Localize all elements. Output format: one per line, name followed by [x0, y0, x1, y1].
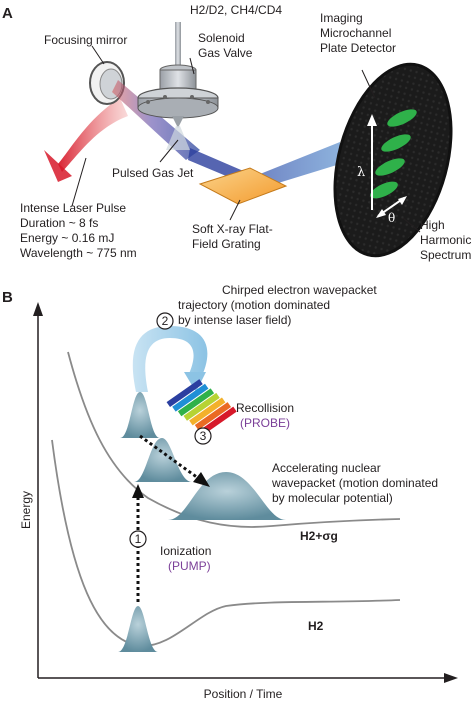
wavepacket-accelerating: [168, 472, 286, 520]
leader-gas-jet: [159, 139, 179, 163]
wavepacket-ground: [118, 606, 158, 652]
trajectory-label-line3: by intense laser field): [178, 313, 291, 327]
leader-mirror: [91, 45, 105, 65]
spectrum-label-line3: Spectrum: [420, 248, 471, 262]
step-1-number: 1: [135, 532, 142, 546]
leader-grating: [229, 199, 241, 221]
laser-label-line1: Intense Laser Pulse: [20, 201, 126, 215]
focusing-mirror-label: Focusing mirror: [44, 33, 127, 47]
ground-state-label: H2: [308, 619, 324, 633]
wavepacket-initial-ion: [120, 392, 160, 438]
laser-label-line2: Duration ~ 8 fs: [20, 216, 98, 230]
electron-trajectory-arrowhead: [184, 372, 206, 392]
pump-label: (PUMP): [168, 559, 211, 573]
valve-flange-bottom: [137, 97, 219, 119]
valve-label-line1: Solenoid: [198, 31, 245, 45]
laser-pulse-cone: [58, 98, 128, 172]
ionization-label: Ionization: [160, 544, 211, 558]
x-axis-label: Position / Time: [204, 687, 283, 701]
ground-potential-curve: [51, 439, 401, 647]
ion-state-label: H2+σg: [300, 529, 338, 543]
leader-valve: [189, 57, 195, 75]
panel-b-label: B: [2, 289, 13, 306]
chirped-wavepacket-stack: [166, 379, 237, 435]
accel-label-line1: Accelerating nuclear: [272, 461, 381, 475]
recollision-label: Recollision: [236, 401, 294, 415]
harmonic-spot-2: [381, 134, 411, 152]
trajectory-label-line1: Chirped electron wavepacket: [222, 283, 377, 297]
position-time-axis-arrowhead: [444, 673, 458, 683]
laser-pulse-tip: [44, 150, 72, 182]
valve-nozzle: [172, 116, 184, 128]
gas-species-label: H2/D2, CH4/CD4: [190, 3, 282, 17]
y-axis-label: Energy: [19, 491, 33, 529]
energy-axis-arrowhead: [33, 302, 43, 316]
flat-field-grating: [198, 167, 288, 205]
step-3-number: 3: [200, 429, 207, 443]
step-2-marker: [156, 312, 174, 330]
spectrum-label-line1: High: [420, 218, 445, 232]
harmonic-spot-3: [375, 158, 405, 176]
spectrum-label-line2: Harmonic: [420, 233, 471, 247]
detector-label-line3: Plate Detector: [320, 41, 396, 55]
step-3-marker: [194, 427, 212, 445]
accel-label-line3: by molecular potential): [272, 491, 393, 505]
leader-detector: [361, 69, 376, 99]
laser-label-line3: Energy ~ 0.16 mJ: [20, 231, 114, 245]
accel-label-line2: wavepacket (motion dominated: [271, 476, 438, 490]
trajectory-label-line2: trajectory (motion dominated: [178, 298, 330, 312]
valve-label-line2: Gas Valve: [198, 46, 253, 60]
panel-a-label: A: [2, 5, 13, 22]
harmonic-spot-4: [370, 181, 398, 199]
grating-label-line1: Soft X-ray Flat-: [192, 222, 273, 236]
detector-label-line2: Microchannel: [320, 26, 391, 40]
diffracted-beam: [255, 142, 340, 188]
wavepacket-mid: [134, 438, 192, 482]
laser-label-line4: Wavelength ~ 775 nm: [20, 246, 137, 260]
grating-label-line2: Field Grating: [192, 237, 261, 251]
gas-jet-label: Pulsed Gas Jet: [112, 166, 194, 180]
step-2-number: 2: [162, 314, 169, 328]
leader-spectrum: [402, 217, 421, 233]
lambda-symbol: λ: [357, 165, 365, 180]
pulsed-gas-jet-plume: [166, 126, 190, 150]
gas-feed-tube: [175, 22, 181, 70]
leader-laser: [71, 157, 87, 207]
step-1-marker: [129, 530, 147, 548]
probe-label: (PROBE): [240, 416, 290, 430]
theta-symbol: θ: [388, 211, 395, 225]
harmonic-spot-1: [387, 109, 417, 127]
detector-label-line1: Imaging: [320, 11, 363, 25]
